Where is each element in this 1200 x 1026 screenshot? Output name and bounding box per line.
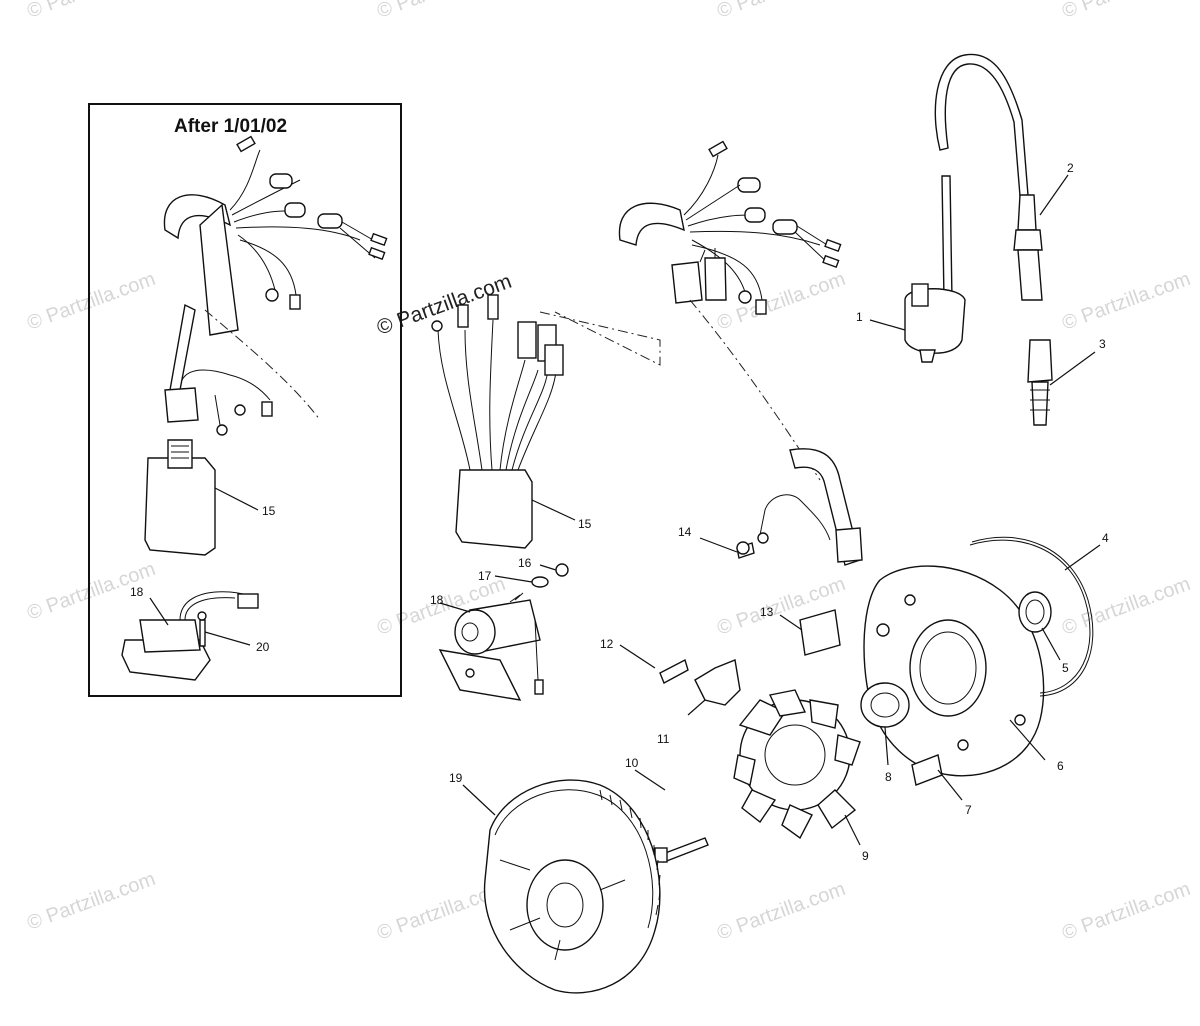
o-ring [969,539,1091,694]
callout-1: 1 [856,310,863,324]
stator [733,689,861,846]
stator-plate [779,536,1101,801]
regulator [438,563,569,701]
stator-harness [699,448,863,566]
cdi-box [431,294,576,549]
inset-frame [88,103,402,697]
watermark: © Partzilla.com [1059,268,1193,335]
flywheel [462,779,661,994]
watermark: © Partzilla.com [714,0,848,23]
callout-4: 4 [1102,531,1109,545]
callout-15-inset: 15 [262,504,276,518]
inset-wiring-harness [163,135,388,436]
callout-13: 13 [760,605,774,619]
screw-icon [736,541,750,555]
watermark: © Partzilla.com [24,268,158,335]
callout-17: 17 [478,569,492,583]
watermark: © Partzilla.com [1059,0,1193,23]
callout-14: 14 [678,525,692,539]
callout-7: 7 [965,803,972,817]
inset-regulator [121,591,259,681]
watermark: © Partzilla.com [1059,878,1193,945]
fasteners [619,541,750,863]
watermark: © Partzilla.com [714,268,848,335]
washer-icon [531,576,549,588]
watermark: © Partzilla.com [714,878,848,945]
watermark: © Partzilla.com [1059,573,1193,640]
callout-2: 2 [1067,161,1074,175]
inset-cdi-box [144,439,259,556]
callout-8: 8 [885,770,892,784]
callout-19: 19 [449,771,463,785]
watermark: © Partzilla.com [24,868,158,935]
callout-11: 11 [657,732,670,746]
callout-18-inset: 18 [130,585,144,599]
seal-icon [860,682,910,728]
inset-box: After 1/01/02 [88,103,402,697]
callout-9: 9 [862,849,869,863]
inset-title: After 1/01/02 [174,116,287,137]
main-wiring-harness [618,140,842,315]
screw-icon [659,658,689,684]
callouts: 1 2 3 4 5 6 7 8 9 10 11 12 13 14 15 15 1… [130,161,1109,863]
ignition-coil [869,53,1096,426]
callout-15: 15 [578,517,592,531]
watermark: © Partzilla.com [374,0,508,23]
watermark: © Partzilla.com [24,0,158,23]
dashed-leaders [539,299,821,481]
seal-icon [1018,591,1052,633]
callout-5: 5 [1062,661,1069,675]
callout-16: 16 [518,556,532,570]
callout-10: 10 [625,756,639,770]
nut-icon [555,563,569,577]
callout-12: 12 [600,637,614,651]
callout-6: 6 [1057,759,1064,773]
callout-3: 3 [1099,337,1106,351]
callout-18: 18 [430,593,444,607]
callout-20: 20 [256,640,270,654]
